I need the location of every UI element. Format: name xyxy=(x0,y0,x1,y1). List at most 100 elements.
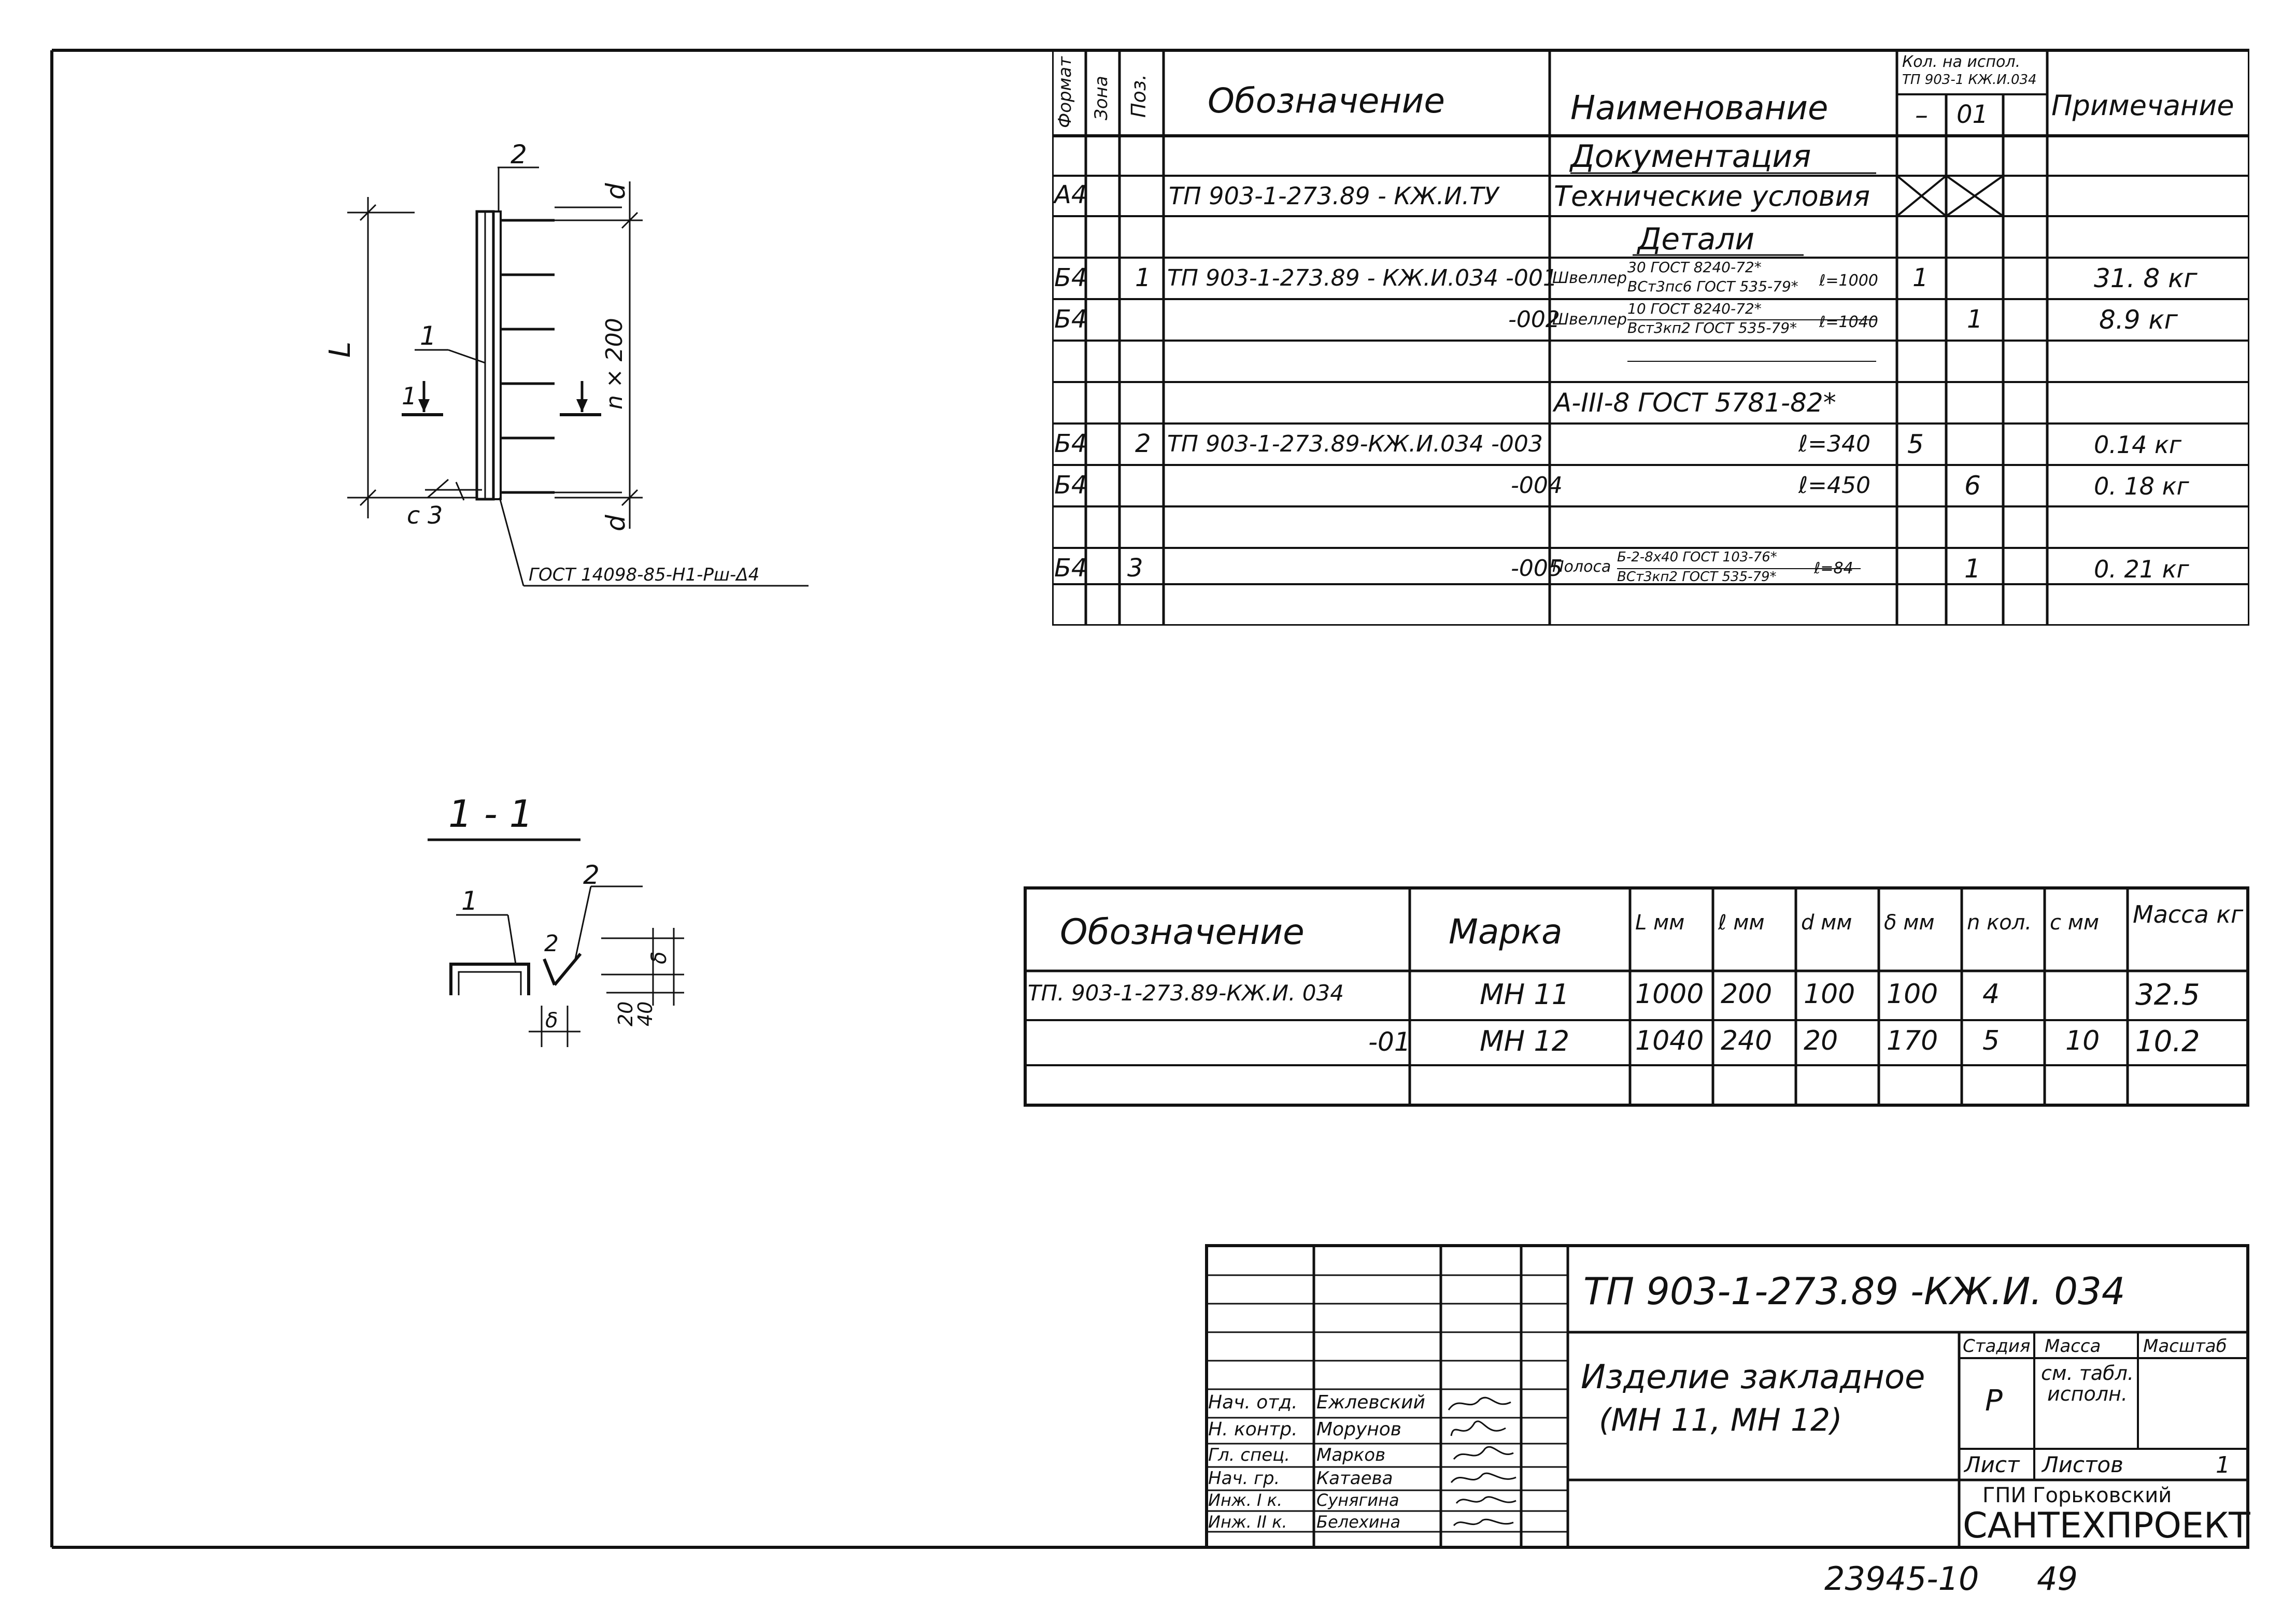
row-format: Б4 xyxy=(1054,429,1087,458)
specification-table: Формат Зона Поз. Обозначение Наименовани… xyxy=(1052,50,2249,626)
row-name-bottom: ВСт3пс6 ГОСТ 535-79* xyxy=(1627,278,1798,295)
signature-role: Гл. спец. xyxy=(1208,1445,1291,1465)
row-note: 8.9 кг xyxy=(2099,305,2178,335)
sheet-label: Лист xyxy=(1964,1452,2020,1477)
org-name-line-1: ГПИ Горьковский xyxy=(1982,1484,2172,1507)
signature-role: Инж. I к. xyxy=(1208,1490,1283,1510)
row-name-prefix: Швеллер xyxy=(1552,269,1627,287)
row-format: Б4 xyxy=(1054,305,1087,334)
row-qty-2: 6 xyxy=(1964,471,1981,501)
marks-header-c: c мм xyxy=(2050,911,2100,935)
dim-c-label: c xyxy=(407,501,420,529)
signature-name: Морунов xyxy=(1316,1419,1402,1440)
section-documentation: Документация xyxy=(1570,138,1811,175)
section-title: 1 - 1 xyxy=(448,792,533,836)
row-format: Б4 xyxy=(1054,263,1087,292)
section-weld-label: 2 xyxy=(544,930,559,957)
marks-cell: 1040 xyxy=(1635,1025,1704,1056)
signature-role: Нач. отд. xyxy=(1208,1392,1298,1413)
header-qty-col-1: – xyxy=(1915,100,1928,130)
row-qty-1: 1 xyxy=(1912,263,1929,292)
row-name-bottom: Вст3кп2 ГОСТ 535-79* xyxy=(1627,319,1797,336)
signature-name: Белехина xyxy=(1316,1512,1401,1532)
row-name-length: ℓ=1000 xyxy=(1819,272,1878,290)
item-name-line-1: Изделие закладное xyxy=(1581,1358,1925,1396)
row-name-top: 30 ГОСТ 8240-72* xyxy=(1627,259,1762,276)
section-details: Детали xyxy=(1638,221,1755,257)
section-mark-label: 1 xyxy=(402,382,417,410)
org-name-line-2: САНТЕХПРОЕКТ xyxy=(1963,1505,2250,1546)
header-qty-title-2: ТП 903-1 КЖ.И.034 xyxy=(1902,72,2037,88)
row-pos: 2 xyxy=(1135,429,1151,458)
pos-3-label: 3 xyxy=(428,501,443,529)
header-zone: Зона xyxy=(1091,76,1112,120)
row-designation: ТП 903-1-273.89 - КЖ.И.034 -001 xyxy=(1167,265,1557,291)
row-name-length: ℓ=1040 xyxy=(1819,313,1878,331)
row-designation: ТП 903-1-273.89 - КЖ.И.ТУ xyxy=(1169,182,1499,210)
row-pos: 1 xyxy=(1135,263,1151,292)
dim-d-bottom-label: d xyxy=(601,515,631,531)
marks-grid xyxy=(1024,886,2249,1107)
mass-label: Масса xyxy=(2045,1336,2101,1357)
dim-40-label: 40 xyxy=(634,1001,657,1026)
row-format: Б4 xyxy=(1054,471,1087,500)
document-code: ТП 903-1-273.89 -КЖ.И. 034 xyxy=(1583,1269,2125,1313)
row-note: 0. 21 кг xyxy=(2094,555,2189,583)
mass-value: см. табл. исполн. xyxy=(2041,1362,2134,1405)
item-name-line-2: (МН 11, МН 12) xyxy=(1599,1402,1843,1438)
row-designation: ТП 903-1-273.89-КЖ.И.034 -003 xyxy=(1167,431,1543,457)
section-pos-2-label: 2 xyxy=(583,860,600,890)
signature-name: Марков xyxy=(1316,1445,1386,1465)
dim-delta-bottom-label: δ xyxy=(545,1009,558,1033)
archive-number: 23945-10 xyxy=(1824,1560,1979,1598)
marks-header-designation: Обозначение xyxy=(1060,912,1305,953)
row-designation: -004 xyxy=(1511,472,1563,499)
page-number: 49 xyxy=(2037,1560,2078,1598)
row-note: 0.14 кг xyxy=(2094,431,2181,459)
header-qty-col-2: 01 xyxy=(1957,100,1989,129)
signature-role: Н. контр. xyxy=(1208,1419,1298,1440)
marks-cell: 32.5 xyxy=(2135,978,2200,1012)
row-name: Технические условия xyxy=(1554,180,1870,213)
marks-cell: 10 xyxy=(2065,1025,2100,1056)
stage-label: Стадия xyxy=(1963,1336,2031,1357)
marks-cell: 170 xyxy=(1887,1025,1938,1056)
sheets-label: Листов xyxy=(2042,1452,2123,1477)
row-designation: -002 xyxy=(1508,306,1560,333)
marks-header-n: n кол. xyxy=(1967,911,2032,935)
title-block: ТП 903-1-273.89 -КЖ.И. 034 Изделие закла… xyxy=(1205,1244,2250,1547)
marks-header-l: ℓ мм xyxy=(1718,911,1765,935)
stage-value: Р xyxy=(1985,1384,2003,1418)
elevation-drawing: L n × 200 d d 2 1 1 c 3 xyxy=(323,139,809,587)
header-designation: Обозначение xyxy=(1208,81,1445,121)
row-name-length: ℓ=84 xyxy=(1814,559,1853,577)
marks-cell: 240 xyxy=(1721,1025,1773,1056)
pos-1-label: 1 xyxy=(420,321,436,351)
header-format: Формат xyxy=(1055,57,1075,128)
row-name-top: 10 ГОСТ 8240-72* xyxy=(1627,300,1762,317)
scale-label: Масштаб xyxy=(2143,1336,2227,1357)
marks-header-mark: Марка xyxy=(1449,912,1563,952)
row-designation: -005 xyxy=(1511,555,1563,582)
marks-cell: 100 xyxy=(1804,979,1855,1010)
marks-cell: 5 xyxy=(1982,1025,2000,1056)
row-name-prefix: Швеллер xyxy=(1552,311,1627,329)
row-name-prefix: Полоса xyxy=(1552,558,1611,576)
row-name: ℓ=340 xyxy=(1798,431,1871,457)
marks-cell: 100 xyxy=(1887,979,1938,1010)
signature-role: Инж. II к. xyxy=(1208,1512,1287,1532)
marks-header-mass: Масса кг xyxy=(2133,900,2244,928)
signature-role: Нач. гр. xyxy=(1208,1468,1280,1489)
marks-table: Обозначение Марка L мм ℓ мм d мм δ мм n … xyxy=(1024,886,2249,1107)
pos-2-label: 2 xyxy=(511,139,527,170)
marks-cell: 20 xyxy=(1804,1025,1838,1056)
dim-L-label: L xyxy=(323,342,357,358)
title-block-grid xyxy=(1205,1244,2249,1547)
marks-cell: -01 xyxy=(1368,1027,1411,1057)
rods-group xyxy=(501,219,555,494)
row-note: 31. 8 кг xyxy=(2094,263,2198,293)
dim-d-top-label: d xyxy=(601,183,631,200)
row-name: А-III-8 ГОСТ 5781-82* xyxy=(1554,388,1836,418)
row-name: ℓ=450 xyxy=(1798,472,1871,499)
